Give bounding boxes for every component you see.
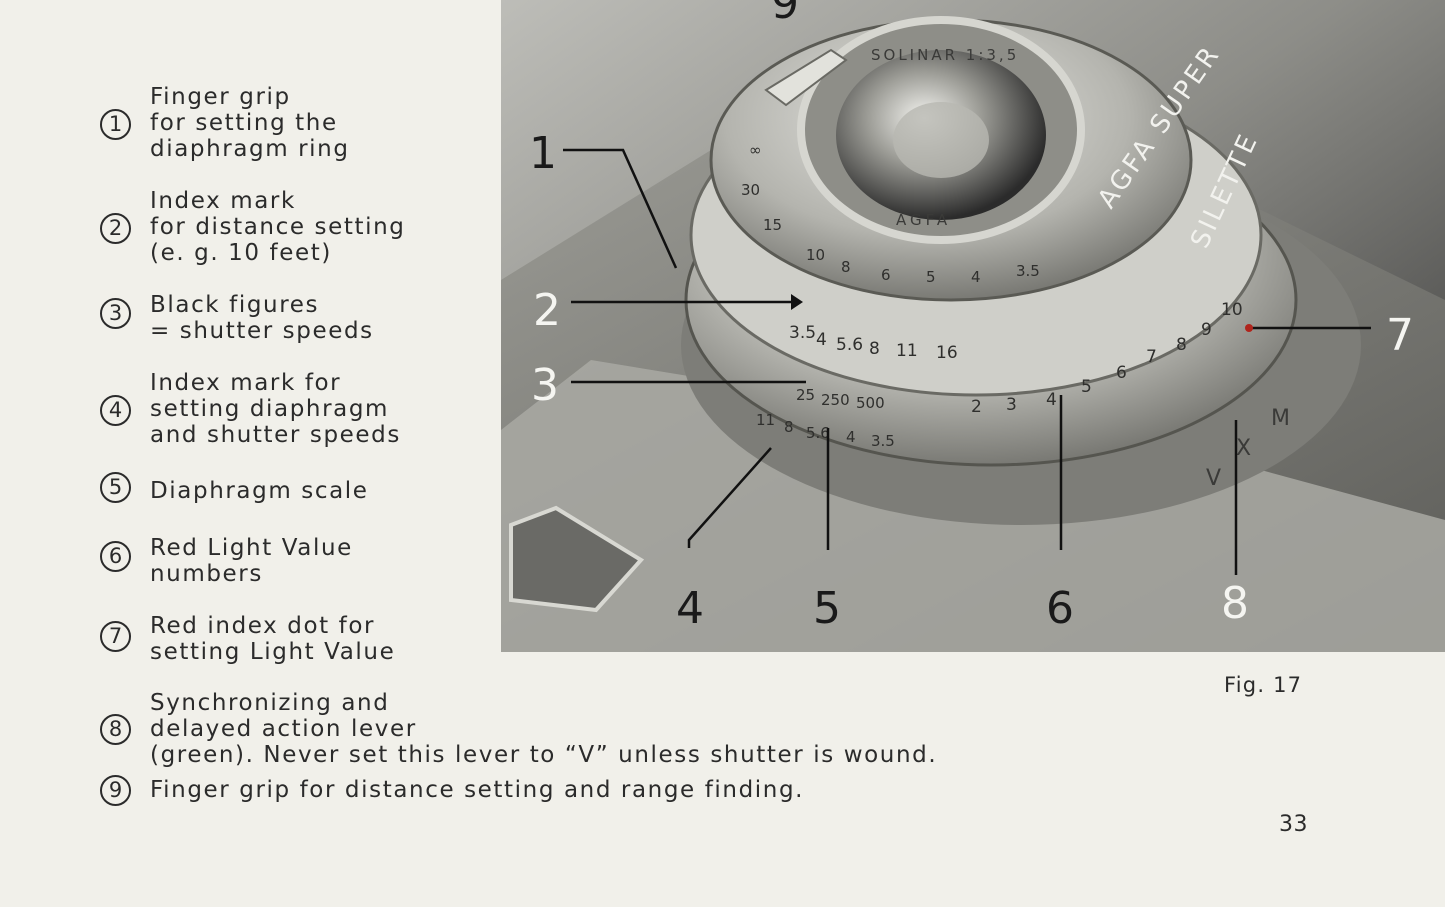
lever-letters: V X M [1206, 406, 1290, 491]
legend-number-7: 7 [100, 621, 131, 652]
legend-text-2: Index mark for distance setting (e. g. 1… [150, 188, 406, 266]
lens-glass-highlight [893, 102, 989, 178]
legend-text-6: Red Light Value numbers [150, 535, 353, 587]
svg-text:8: 8 [784, 418, 794, 436]
svg-text:M: M [1271, 406, 1290, 431]
svg-text:11: 11 [756, 411, 775, 429]
legend-number-5: 5 [100, 472, 131, 503]
svg-text:15: 15 [763, 216, 782, 234]
light-value-scale: 2 3 4 5 6 7 8 9 10 [971, 300, 1243, 417]
svg-text:3.5: 3.5 [789, 323, 816, 343]
camera-photo: SOLINAR 1:3,5 AGFA AGFA SUPER SILETTE ∞ … [501, 0, 1445, 652]
legend-text-8: Synchronizing and delayed action lever (… [150, 690, 938, 768]
legend-text-7: Red index dot for setting Light Value [150, 613, 396, 665]
legend-text-3: Black figures = shutter speeds [150, 292, 374, 344]
svg-text:8: 8 [841, 258, 851, 276]
svg-text:30: 30 [741, 181, 760, 199]
svg-text:2: 2 [971, 397, 982, 417]
leader-line-1 [563, 148, 678, 269]
callout-3: 3 [531, 360, 559, 411]
svg-text:5: 5 [926, 268, 936, 286]
svg-text:4: 4 [846, 428, 856, 446]
diaphragm-scale: 11 8 5.6 4 3.5 [756, 411, 895, 450]
svg-text:11: 11 [896, 341, 918, 361]
svg-text:4: 4 [971, 268, 981, 286]
svg-text:16: 16 [936, 343, 958, 363]
svg-text:5.6: 5.6 [836, 335, 863, 355]
figure-caption: Fig. 17 [1224, 673, 1303, 697]
svg-text:8: 8 [1176, 335, 1187, 355]
legend-number-6: 6 [100, 541, 131, 572]
svg-text:3.5: 3.5 [871, 432, 895, 450]
legend-text-5: Diaphragm scale [150, 478, 369, 504]
svg-text:3.5: 3.5 [1016, 262, 1040, 280]
red-index-dot [1245, 324, 1253, 332]
svg-text:500: 500 [856, 394, 885, 412]
page-number: 33 [1279, 812, 1308, 837]
legend-number-9: 9 [100, 775, 131, 806]
svg-text:3: 3 [1006, 395, 1017, 415]
svg-text:10: 10 [1221, 300, 1243, 320]
leader-line-4 [687, 447, 772, 548]
legend-number-4: 4 [100, 395, 131, 426]
svg-text:25: 25 [796, 386, 815, 404]
legend-number-8: 8 [100, 714, 131, 745]
svg-text:4: 4 [816, 330, 827, 350]
callout-2: 2 [533, 285, 561, 336]
lens-name-engraving: SOLINAR 1:3,5 [871, 46, 1019, 64]
svg-text:V: V [1206, 466, 1221, 491]
speed-scale: 25 250 500 [796, 386, 885, 412]
callout-1: 1 [529, 128, 557, 179]
svg-text:9: 9 [1201, 320, 1212, 340]
callout-6: 6 [1046, 583, 1074, 634]
svg-text:10: 10 [806, 246, 825, 264]
callout-8: 8 [1221, 578, 1249, 629]
svg-text:X: X [1236, 436, 1251, 461]
svg-text:6: 6 [1116, 363, 1127, 383]
svg-text:∞: ∞ [749, 141, 762, 159]
svg-text:6: 6 [881, 266, 891, 284]
legend-number-2: 2 [100, 213, 131, 244]
distance-scale: ∞ 30 15 10 8 6 5 4 3.5 [741, 141, 1040, 286]
index-mark-2 [791, 294, 803, 310]
svg-text:4: 4 [1046, 390, 1057, 410]
svg-text:8: 8 [869, 339, 880, 359]
legend-text-4: Index mark for setting diaphragm and shu… [150, 370, 401, 448]
svg-text:7: 7 [1146, 347, 1157, 367]
legend-number-3: 3 [100, 298, 131, 329]
svg-text:250: 250 [821, 391, 850, 409]
callout-4: 4 [676, 583, 704, 634]
aperture-scale: 3.5 4 5.6 8 11 16 [789, 323, 958, 363]
viewfinder-window [509, 505, 645, 613]
callout-9: 9 [771, 0, 799, 29]
camera-illustration: SOLINAR 1:3,5 AGFA AGFA SUPER SILETTE ∞ … [501, 0, 1445, 652]
callout-7: 7 [1386, 310, 1414, 361]
legend-number-1: 1 [100, 109, 131, 140]
legend-text-9: Finger grip for distance setting and ran… [150, 777, 805, 803]
callout-leader-lines [563, 148, 1371, 575]
callout-5: 5 [813, 583, 841, 634]
agfa-engraving: AGFA [896, 211, 951, 229]
svg-text:5.6: 5.6 [806, 424, 830, 442]
svg-text:5: 5 [1081, 377, 1092, 397]
legend-text-1: Finger grip for setting the diaphragm ri… [150, 84, 350, 162]
distance-finger-grip [764, 48, 848, 107]
